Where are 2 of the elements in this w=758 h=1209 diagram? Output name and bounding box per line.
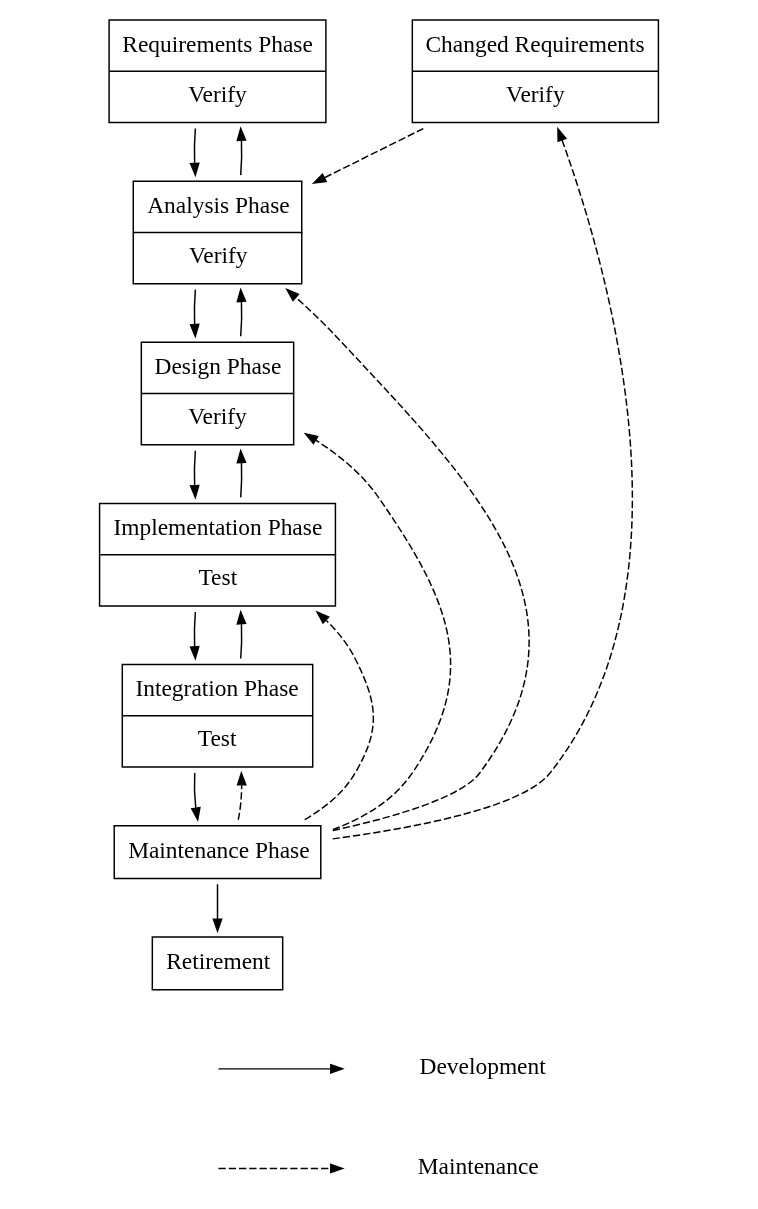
legend-label: Maintenance: [417, 1153, 539, 1180]
legend-label: Development: [419, 1053, 546, 1080]
